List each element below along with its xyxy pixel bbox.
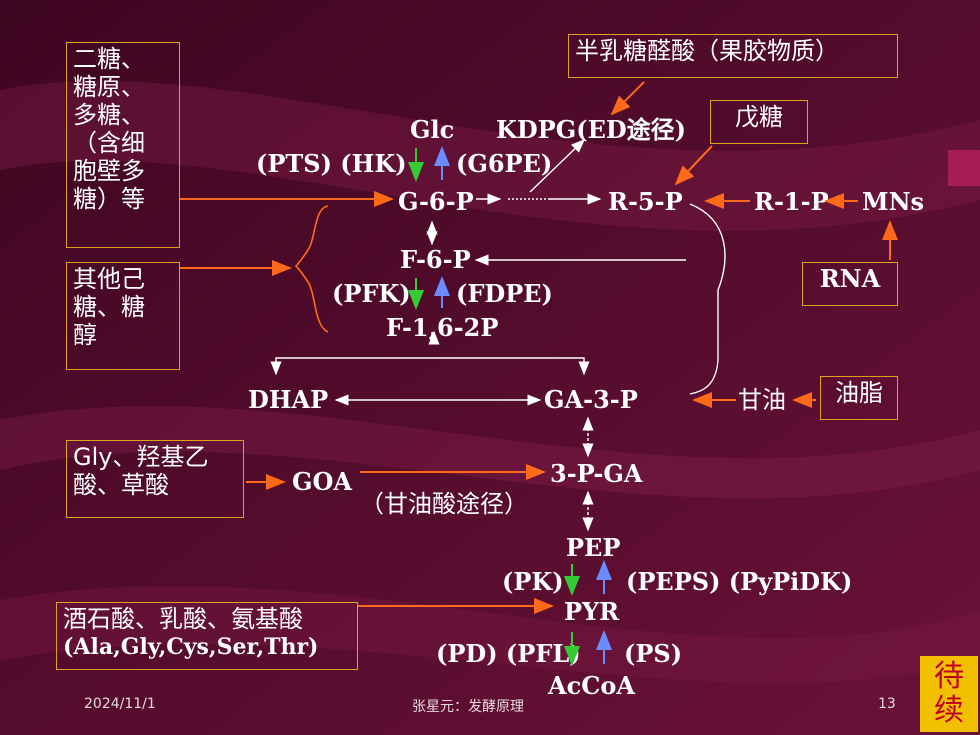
box-pentose: 戊糖 bbox=[710, 100, 808, 144]
node-glycerol: 甘油 bbox=[738, 386, 786, 414]
acids-en-label: (Ala,Gly,Cys,Ser,Thr) bbox=[63, 634, 319, 660]
box-acids: 酒石酸、乳酸、氨基酸 (Ala,Gly,Cys,Ser,Thr) bbox=[56, 602, 358, 670]
node-3pga: 3-P-GA bbox=[550, 459, 643, 488]
acids-cn-label: 酒石酸、乳酸、氨基酸 bbox=[63, 605, 303, 633]
node-r1p: R-1-P bbox=[754, 187, 829, 216]
continue-button[interactable]: 待续 bbox=[920, 656, 978, 732]
footer-date: 2024/11/1 bbox=[84, 696, 156, 712]
node-g6p: G-6-P bbox=[398, 187, 474, 216]
node-ga3p: GA-3-P bbox=[544, 385, 638, 414]
box-fat: 油脂 bbox=[820, 376, 898, 420]
label-peps-pypidk: (PEPS) (PyPiDK) bbox=[626, 567, 853, 596]
label-pfk: (PFK) bbox=[332, 279, 411, 308]
label-pts-hk: (PTS) (HK) bbox=[256, 149, 407, 178]
box-glycolate: Gly、羟基乙 酸、草酸 bbox=[66, 440, 244, 518]
node-glc: Glc bbox=[410, 115, 455, 144]
box-sugars: 二糖、 糖原、 多糖、 （含细 胞壁多 糖）等 bbox=[66, 42, 180, 248]
node-kdpg: KDPG(ED途径) bbox=[496, 115, 687, 144]
node-dhap: DHAP bbox=[248, 385, 329, 414]
node-r5p: R-5-P bbox=[608, 187, 683, 216]
node-mns: MNs bbox=[862, 187, 925, 216]
label-ps: (PS) bbox=[624, 639, 683, 668]
footer-page-number: 13 bbox=[878, 696, 896, 712]
node-pyr: PYR bbox=[564, 597, 620, 626]
label-g6pe: (G6PE) bbox=[456, 149, 553, 178]
node-f6p: F-6-P bbox=[400, 245, 471, 274]
node-pep: PEP bbox=[566, 533, 621, 562]
node-goa: GOA bbox=[292, 467, 353, 496]
node-f16p: F-1,6-2P bbox=[386, 313, 499, 342]
box-hexoses: 其他己 糖、糖 醇 bbox=[66, 262, 180, 370]
label-glycerate-pathway: （甘油酸途径） bbox=[360, 490, 528, 518]
label-pd-pfl: (PD) (PFL) bbox=[436, 639, 581, 668]
label-pk: (PK) bbox=[502, 567, 564, 596]
node-accoa: AcCoA bbox=[548, 671, 635, 700]
box-pectin: 半乳糖醛酸（果胶物质） bbox=[568, 34, 898, 78]
footer-author: 张星元：发酵原理 bbox=[412, 699, 524, 715]
box-rna: RNA bbox=[802, 262, 898, 306]
label-fdpe: (FDPE) bbox=[456, 279, 553, 308]
